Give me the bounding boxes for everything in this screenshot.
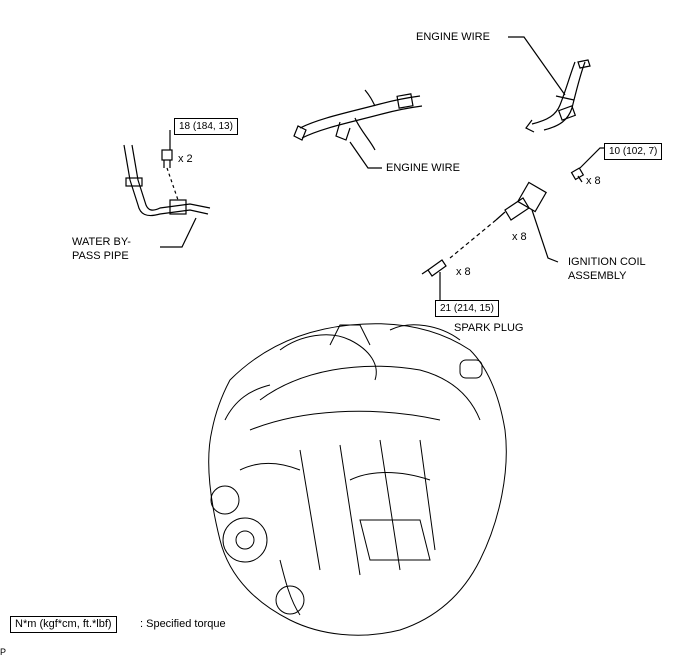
legend-unit-box: N*m (kgf*cm, ft.*lbf): [10, 616, 117, 633]
torque-box-spark-plug: 21 (214, 15): [435, 300, 499, 317]
corner-mark: P: [0, 647, 7, 657]
engine-wire-top-harness: [508, 36, 591, 133]
water-bypass-pipe-drawing: [123, 144, 211, 248]
qty-spark-plug: x 8: [456, 266, 471, 278]
water-pipe-bolt-drawing: [161, 130, 179, 201]
engine-wire-top-label: ENGINE WIRE: [416, 31, 490, 43]
qty-ignition-coil-bolt: x 8: [586, 175, 601, 187]
legend-description: : Specified torque: [140, 618, 226, 630]
spark-plug-label: SPARK PLUG: [454, 322, 524, 334]
water-bypass-pipe-label-line1: WATER BY-: [72, 236, 131, 248]
ignition-coil-label-line1: IGNITION COIL: [568, 256, 646, 268]
ignition-coil-drawing: [449, 181, 559, 263]
engine-wire-mid-harness: [293, 89, 423, 169]
ignition-coil-label-line2: ASSEMBLY: [568, 270, 627, 282]
torque-box-ignition-coil-bolt: 10 (102, 7): [604, 143, 663, 160]
water-bypass-pipe-label-line2: PASS PIPE: [72, 250, 129, 262]
qty-water-pipe-bolt: x 2: [178, 153, 193, 165]
engine-block-drawing: [208, 323, 507, 636]
spark-plug-drawing: [421, 259, 447, 302]
engine-wire-mid-label: ENGINE WIRE: [386, 162, 460, 174]
qty-ignition-coil: x 8: [512, 231, 527, 243]
torque-box-water-pipe-bolt: 18 (184, 13): [174, 118, 238, 135]
